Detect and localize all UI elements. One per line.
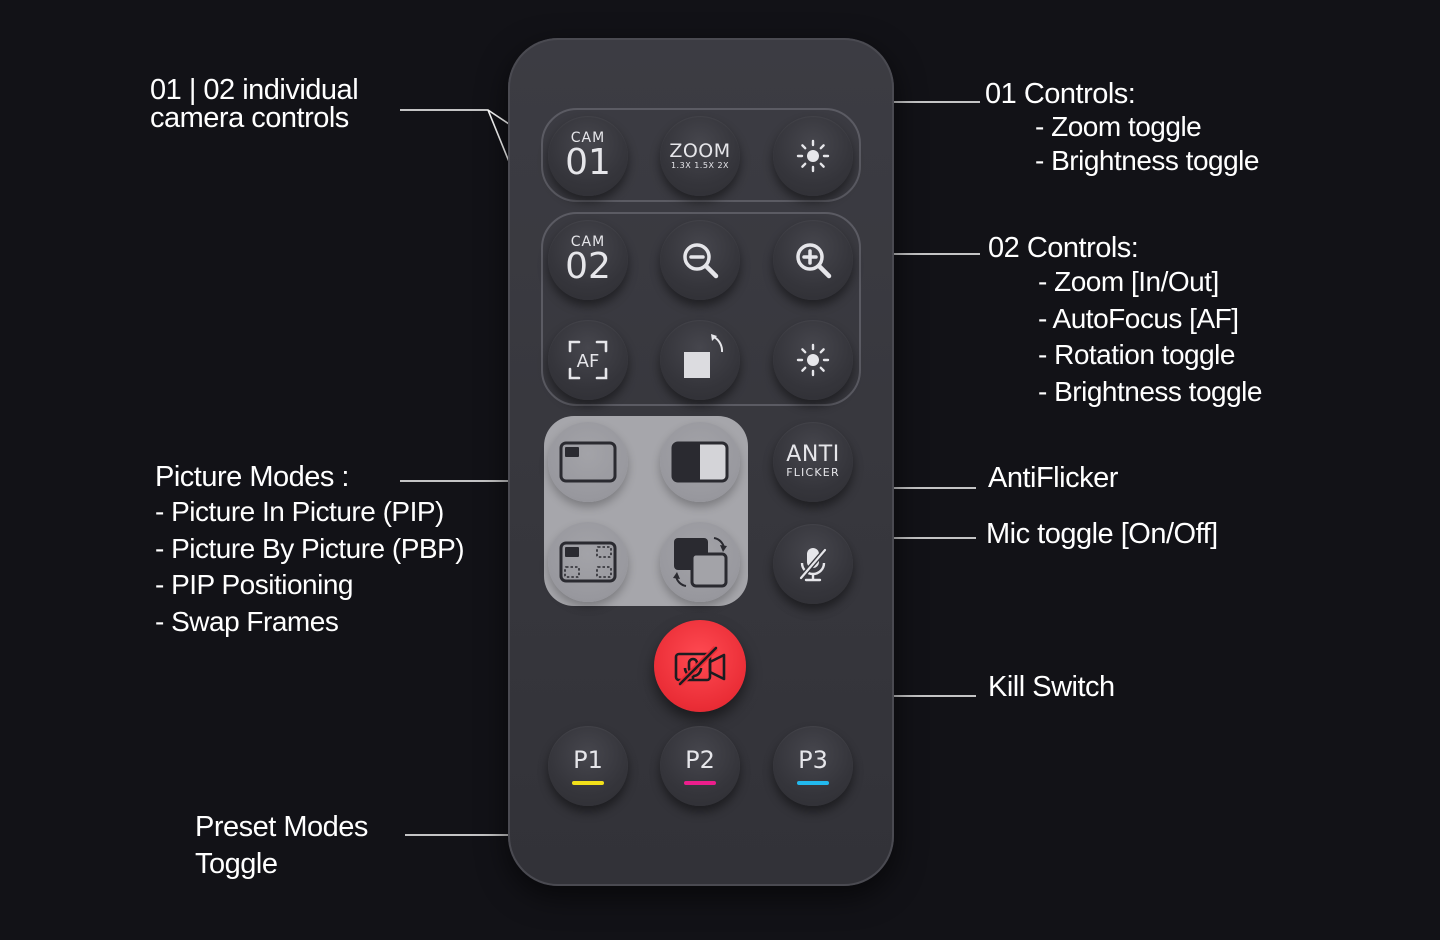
annotation-camera-controls-line2: camera controls (150, 102, 349, 134)
pbp-mode-button[interactable] (660, 422, 740, 502)
preset-p1-label: P1 (573, 746, 603, 774)
cam02-control-group (541, 212, 861, 406)
annotation-preset-modes-line2: Toggle (195, 848, 278, 880)
cam01-control-group (541, 108, 861, 202)
annotation-02-controls-item: - AutoFocus [AF] (1038, 302, 1239, 334)
zoom-in-button[interactable] (773, 220, 853, 300)
annotation-picture-modes-item: - PIP Positioning (155, 569, 354, 600)
annotation-camera-controls: 01 | 02 individual camera controls (150, 74, 359, 134)
annotation-02-controls-item: - Brightness toggle (1038, 375, 1262, 407)
zoom-toggle-button[interactable]: ZOOM 1.3X 1.5X 2X (660, 116, 740, 196)
annotation-picture-modes: Picture Modes : - Picture In Picture (PI… (155, 460, 465, 640)
preset-p2-button[interactable]: P2 (660, 726, 740, 806)
cam02-button[interactable]: CAM 02 (548, 220, 628, 300)
autofocus-icon: AF (568, 340, 608, 380)
swap-frames-icon (673, 537, 728, 588)
rotation-toggle-button[interactable] (660, 320, 740, 400)
annotation-02-controls: 02 Controls: - Zoom [In/Out] - AutoFocus… (988, 232, 1262, 410)
annotation-02-controls-item: - Zoom [In/Out] (1038, 266, 1219, 297)
zoom-levels-label: 1.3X 1.5X 2X (670, 161, 730, 170)
kill-switch-icon (674, 645, 726, 687)
pip-position-icon (559, 541, 617, 583)
pip-position-button[interactable] (548, 522, 628, 602)
cam01-button[interactable]: CAM 01 (548, 116, 628, 196)
cam01-brightness-button[interactable] (773, 116, 853, 196)
annotation-preset-modes: Preset Modes Toggle (195, 809, 368, 883)
annotation-01-controls: 01 Controls: - Zoom toggle - Brightness … (985, 78, 1259, 178)
cam02-number: 02 (565, 246, 611, 287)
annotation-antiflicker: AntiFlicker (988, 462, 1118, 494)
annotation-01-controls-item: - Brightness toggle (1035, 145, 1259, 176)
annotation-picture-modes-item: - Swap Frames (155, 605, 339, 637)
annotation-kill-switch-text: Kill Switch (988, 671, 1115, 703)
annotation-picture-modes-item: - Picture In Picture (PIP) (155, 496, 444, 527)
rotation-icon (684, 334, 724, 378)
annotation-mic-toggle-text: Mic toggle [On/Off] (986, 518, 1218, 550)
preset-p1-button[interactable]: P1 (548, 726, 628, 806)
annotation-01-controls-item: - Zoom toggle (1035, 111, 1202, 142)
annotation-kill-switch: Kill Switch (988, 671, 1115, 703)
annotation-camera-controls-line1: 01 | 02 individual (150, 74, 359, 106)
kill-switch-button[interactable] (654, 620, 746, 712)
annotation-picture-modes-title: Picture Modes : (155, 461, 349, 493)
annotation-01-controls-title: 01 Controls: (985, 78, 1136, 110)
autofocus-button[interactable]: AF (548, 320, 628, 400)
antiflicker-top-label: ANTI (786, 442, 840, 467)
mic-toggle-button[interactable] (773, 524, 853, 604)
cam01-small-label: CAM (570, 130, 606, 146)
brightness-icon (796, 139, 830, 173)
preset-p1-color-bar (572, 781, 604, 785)
swap-frames-button[interactable] (660, 522, 740, 602)
picture-in-picture-icon (559, 441, 617, 483)
preset-p2-color-bar (684, 781, 716, 785)
preset-p3-label: P3 (798, 746, 828, 774)
zoom-out-button[interactable] (660, 220, 740, 300)
pip-mode-button[interactable] (548, 422, 628, 502)
annotation-preset-modes-line1: Preset Modes (195, 811, 368, 843)
brightness-icon (796, 343, 830, 377)
preset-p3-color-bar (797, 781, 829, 785)
cam01-number: 01 (565, 142, 611, 183)
annotation-mic-toggle: Mic toggle [On/Off] (986, 518, 1218, 550)
picture-by-picture-icon (671, 441, 729, 483)
annotation-antiflicker-text: AntiFlicker (988, 462, 1118, 494)
preset-p2-label: P2 (685, 746, 715, 774)
cam02-small-label: CAM (570, 234, 606, 250)
annotation-02-controls-item: - Rotation toggle (1038, 339, 1235, 370)
annotation-picture-modes-item: - Picture By Picture (PBP) (155, 532, 465, 564)
annotation-02-controls-title: 02 Controls: (988, 232, 1139, 264)
af-text: AF (577, 351, 600, 372)
zoom-in-icon (796, 243, 832, 279)
cam02-brightness-button[interactable] (773, 320, 853, 400)
antiflicker-button[interactable]: ANTI FLICKER (773, 422, 853, 502)
antiflicker-bottom-label: FLICKER (786, 466, 840, 479)
microphone-muted-icon (799, 548, 827, 582)
preset-p3-button[interactable]: P3 (773, 726, 853, 806)
zoom-out-icon (683, 243, 719, 279)
zoom-label: ZOOM (669, 140, 731, 162)
